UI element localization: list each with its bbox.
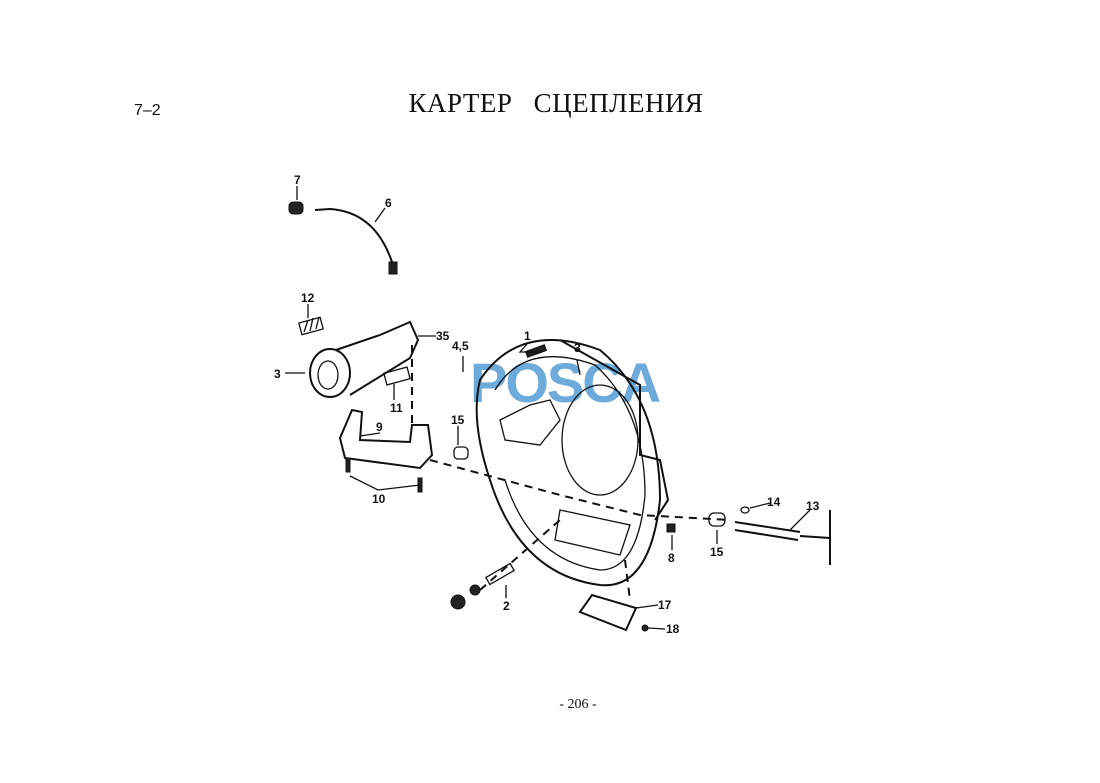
part-hose-6	[314, 207, 398, 275]
callout-14: 14	[767, 495, 781, 509]
callout-17: 17	[658, 598, 672, 612]
callout-11: 11	[390, 401, 403, 415]
callout-1: 1	[524, 329, 531, 343]
part-bolt-18	[641, 624, 649, 632]
callout-8: 8	[668, 551, 675, 565]
callout-15b: 15	[710, 545, 724, 559]
part-shaft-13	[734, 510, 831, 565]
part-spring-12	[298, 316, 324, 336]
part-release-bearing-3	[309, 320, 420, 398]
callout-3b: 3	[574, 341, 581, 355]
page-title: КАРТЕР СЦЕПЛЕНИЯ	[408, 88, 704, 118]
section-number: 7–2	[134, 102, 161, 119]
watermark-logo: POSCA	[470, 351, 660, 414]
callout-7: 7	[294, 173, 301, 187]
part-plug-8	[666, 523, 676, 533]
callout-18: 18	[666, 622, 680, 636]
part-pin-14	[740, 506, 750, 514]
callout-35: 35	[436, 329, 450, 343]
callout-2: 2	[503, 599, 510, 613]
part-fork-9	[338, 408, 434, 470]
part-spring-11	[383, 366, 411, 386]
part-bolt-1	[524, 344, 548, 358]
part-clutch-housing	[475, 339, 670, 587]
callout-6: 6	[385, 196, 392, 210]
callout-9: 9	[376, 420, 383, 434]
page-number: - 206 -	[559, 697, 597, 712]
part-stud-2	[450, 562, 516, 610]
part-bushing-15	[453, 446, 469, 460]
part-fitting-7	[288, 201, 304, 215]
callout-13: 13	[806, 499, 820, 513]
part-cover-17	[578, 593, 638, 632]
callout-15: 15	[451, 413, 465, 427]
callout-3: 3	[274, 367, 281, 381]
callout-10: 10	[372, 492, 386, 506]
callout-4-5: 4,5	[452, 339, 469, 353]
callout-12: 12	[301, 291, 315, 305]
